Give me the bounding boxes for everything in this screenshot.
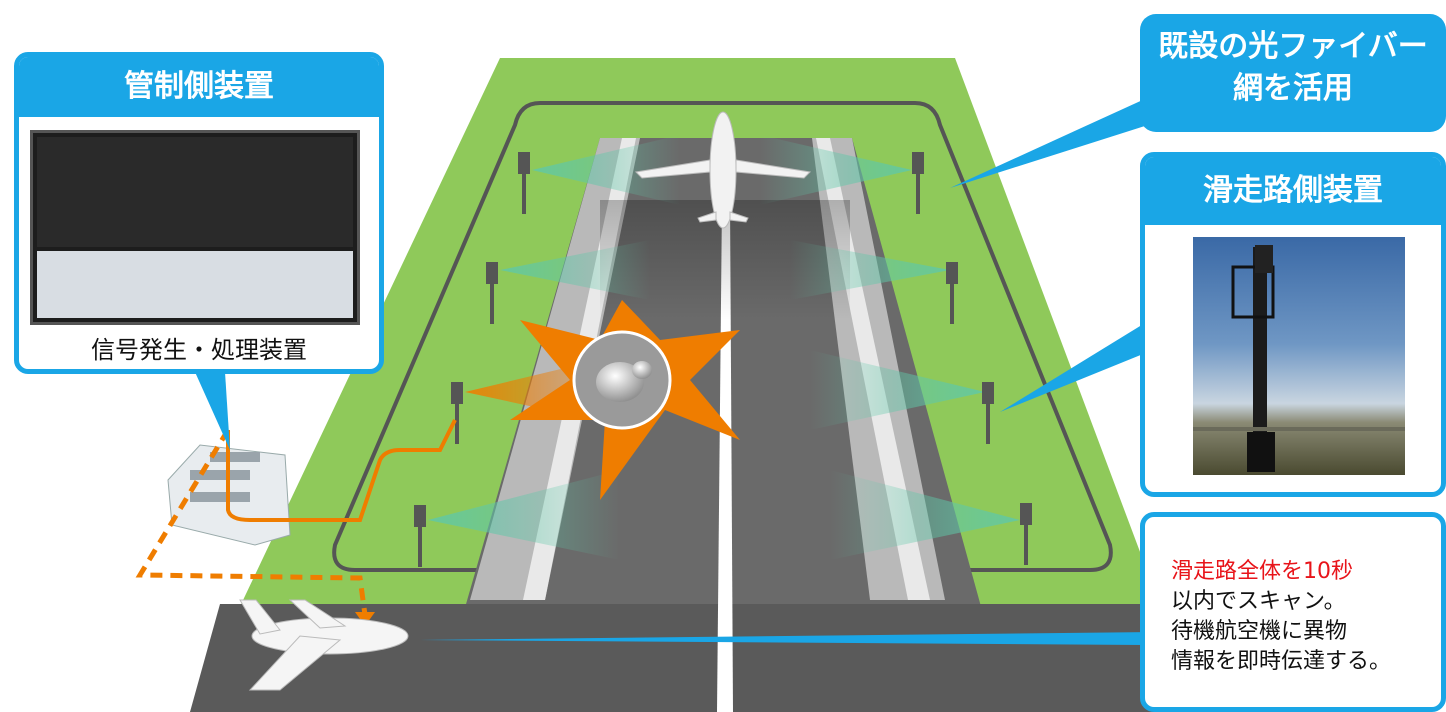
sensor-tower-photo: [1193, 237, 1405, 475]
data-table-display: [37, 251, 353, 318]
runway-side-equipment-panel: 滑走路側装置: [1140, 152, 1446, 497]
info-line-highlight: 滑走路全体を10秒: [1171, 557, 1441, 587]
runway-side-title: 滑走路側装置: [1145, 157, 1441, 225]
info-line: 待機航空機に異物: [1171, 617, 1441, 647]
callout-pointer: [195, 372, 230, 450]
info-line: 以内でスキャン。: [1171, 587, 1441, 617]
control-side-title: 管制側装置: [19, 57, 379, 117]
fiber-label-line2: 網を活用: [1140, 68, 1446, 110]
fiber-network-label: 既設の光ファイバー 網を活用: [1140, 14, 1446, 132]
fiber-label-line1: 既設の光ファイバー: [1140, 26, 1446, 68]
info-line: 情報を即時伝達する。: [1171, 647, 1441, 677]
scan-info-box: 滑走路全体を10秒 以内でスキャン。 待機航空機に異物 情報を即時伝達する。: [1140, 512, 1446, 712]
radar-display: [37, 137, 353, 247]
signal-processing-caption: 信号発生・処理装置: [14, 330, 384, 365]
monitor-screen: [30, 130, 360, 325]
